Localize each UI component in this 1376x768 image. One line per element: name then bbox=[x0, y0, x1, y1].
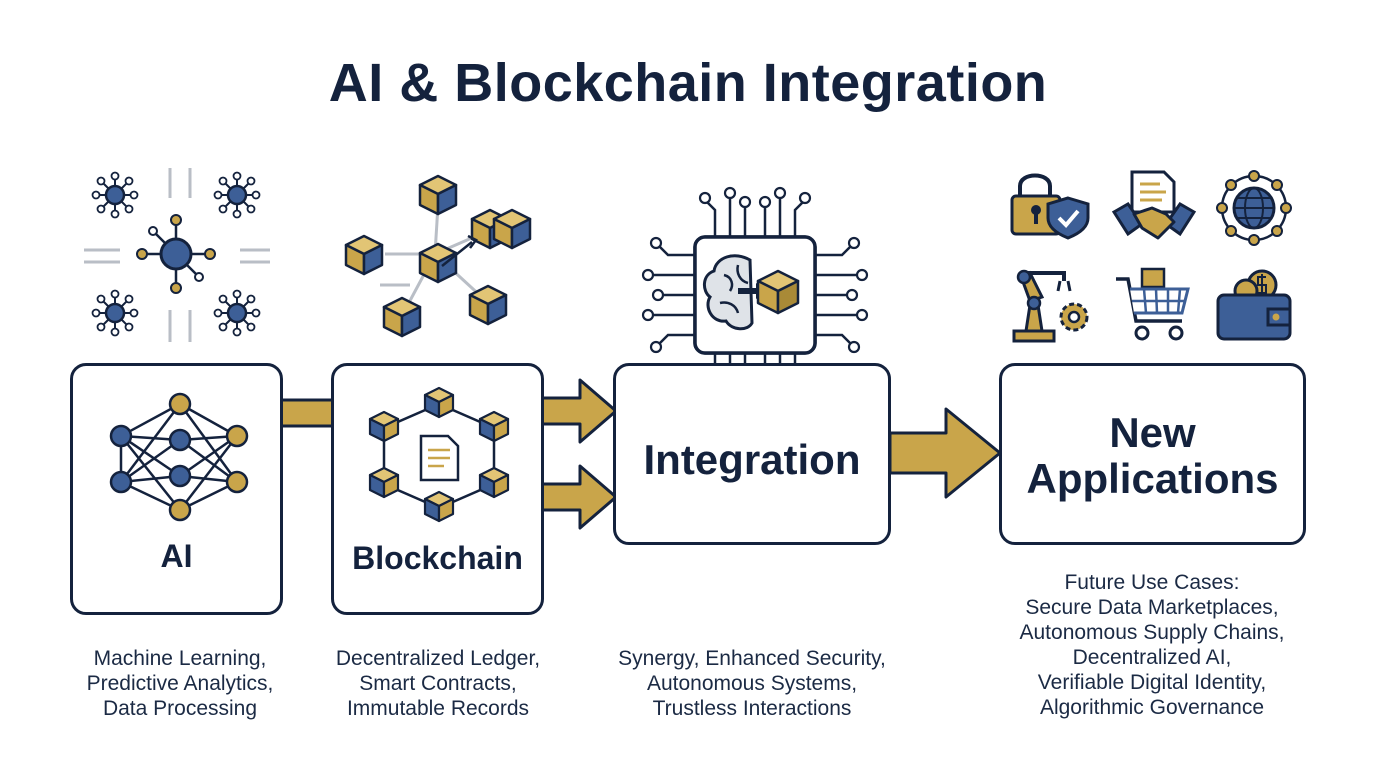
arrow-ai-to-blockchain bbox=[276, 398, 340, 428]
ai-caption: Machine Learning, Predictive Analytics, … bbox=[40, 646, 320, 721]
applications-label-line1: New bbox=[1109, 409, 1196, 456]
integration-caption-line: Synergy, Enhanced Security, bbox=[618, 647, 886, 670]
integration-caption-line: Trustless Interactions bbox=[652, 697, 852, 720]
block-ring-document-icon bbox=[368, 386, 510, 523]
robot-arm-gear-icon bbox=[1012, 269, 1089, 343]
blockchain-box: Blockchain bbox=[331, 363, 544, 615]
arrow-blockchain-to-integration-bottom bbox=[540, 464, 618, 530]
wallet-coins-icon bbox=[1216, 269, 1292, 341]
ai-caption-line: Predictive Analytics, bbox=[86, 672, 274, 695]
blockchain-caption-line: Immutable Records bbox=[346, 697, 530, 720]
arrow-blockchain-to-integration-top bbox=[540, 378, 618, 444]
neural-network-icon bbox=[109, 392, 249, 522]
blockchain-caption-line: Smart Contracts, bbox=[359, 672, 517, 695]
applications-caption-line: Future Use Cases: bbox=[1064, 571, 1240, 594]
integration-caption-line: Autonomous Systems, bbox=[646, 672, 858, 695]
applications-caption-line: Secure Data Marketplaces, bbox=[1025, 596, 1279, 619]
ai-caption-line: Machine Learning, bbox=[93, 647, 267, 670]
integration-label: Integration bbox=[643, 436, 861, 483]
applications-box: New Applications bbox=[999, 363, 1306, 545]
blockchain-caption-line: Decentralized Ledger, bbox=[335, 647, 541, 670]
ai-box: AI bbox=[70, 363, 283, 615]
ai-label: AI bbox=[160, 538, 193, 574]
applications-label-line2: Applications bbox=[1026, 455, 1279, 502]
lock-shield-icon bbox=[1010, 173, 1090, 240]
blockchain-caption: Decentralized Ledger, Smart Contracts, I… bbox=[298, 646, 578, 721]
applications-caption-line: Algorithmic Governance bbox=[1039, 696, 1265, 719]
handshake-document-icon bbox=[1111, 170, 1197, 240]
network-nodes-icon bbox=[84, 168, 270, 342]
diagram-title: AI & Blockchain Integration bbox=[328, 53, 1048, 113]
applications-caption: Future Use Cases: Secure Data Marketplac… bbox=[992, 570, 1312, 720]
arrow-integration-to-applications bbox=[888, 407, 1002, 499]
applications-caption-line: Verifiable Digital Identity, bbox=[1037, 671, 1267, 694]
integration-caption: Synergy, Enhanced Security, Autonomous S… bbox=[592, 646, 912, 721]
shopping-cart-icon bbox=[1116, 267, 1190, 341]
globe-network-icon bbox=[1216, 170, 1292, 246]
blockchain-label: Blockchain bbox=[352, 540, 523, 576]
integration-box: Integration bbox=[613, 363, 891, 545]
applications-caption-line: Decentralized AI, bbox=[1072, 646, 1232, 669]
ai-caption-line: Data Processing bbox=[102, 697, 258, 720]
blockchain-cubes-icon bbox=[344, 174, 532, 338]
brain-chip-overlay bbox=[693, 235, 817, 355]
applications-caption-line: Autonomous Supply Chains, bbox=[1019, 621, 1285, 644]
